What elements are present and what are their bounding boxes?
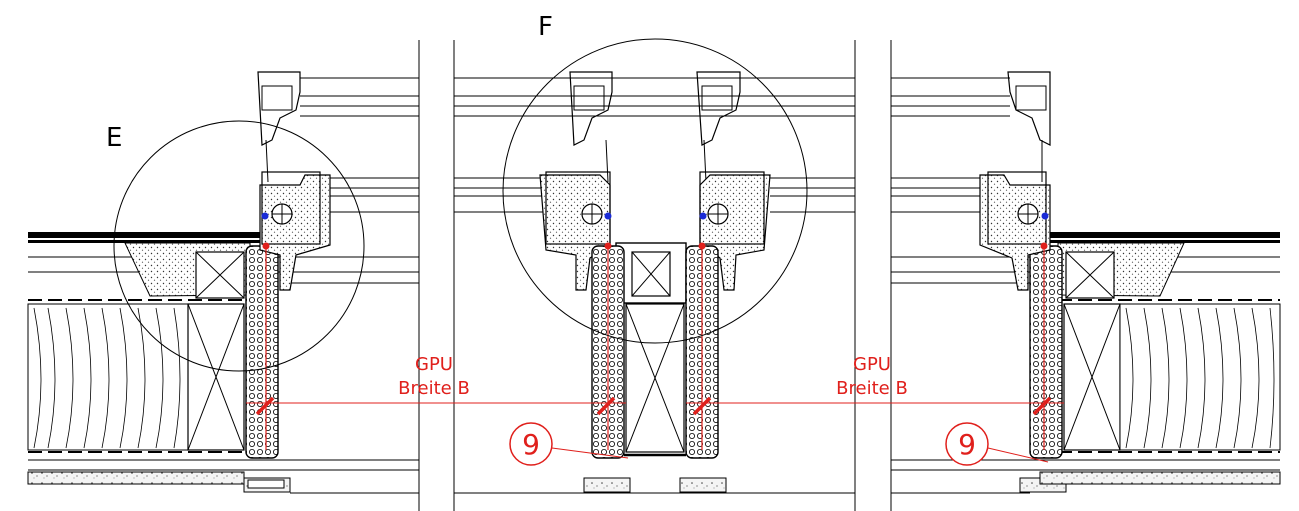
fill-point: [1040, 242, 1048, 250]
wall-lines: [28, 40, 1280, 511]
marker-left: 9: [509, 422, 629, 466]
seal-point: [699, 212, 707, 220]
dimension-right-line2: Breite B: [836, 378, 908, 399]
seal-point: [1041, 212, 1049, 220]
detail-label-f: F: [538, 12, 553, 42]
dimension-right: GPU Breite B: [686, 354, 1064, 404]
seal-point: [604, 212, 612, 220]
marker-right: 9: [945, 422, 1049, 466]
marker-right-label: 9: [958, 428, 976, 461]
seal-points: [261, 212, 1049, 250]
detail-label-e: E: [106, 123, 122, 153]
dimension-right-line1: GPU: [853, 354, 891, 375]
marker-left-label: 9: [522, 428, 540, 461]
dimension-left-line2: Breite B: [398, 378, 470, 399]
dimension-left-line1: GPU: [415, 354, 453, 375]
middle-wall-section: [539, 71, 771, 493]
left-wall-section: [27, 71, 331, 493]
dimension-left: GPU Breite B: [246, 354, 626, 404]
detail-circle-e: [113, 120, 365, 372]
fill-point: [604, 242, 612, 250]
detail-circle-f: [502, 38, 808, 344]
fill-point: [262, 242, 270, 250]
fill-point: [698, 242, 706, 250]
right-wall-section: [979, 71, 1281, 493]
seal-point: [261, 212, 269, 220]
